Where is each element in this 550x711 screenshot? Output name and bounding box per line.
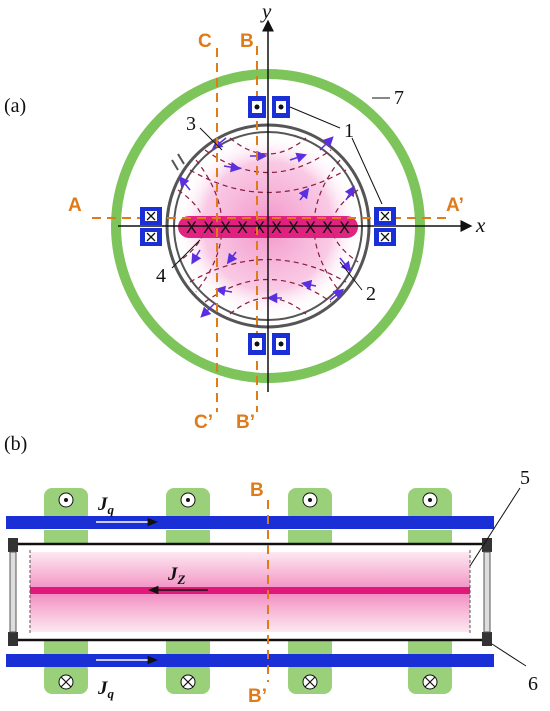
conductor-right [374,207,396,246]
callout-4: 4 [156,265,166,287]
callout-lines-a [171,97,390,291]
coils-top [44,488,452,522]
coils-bottom [44,662,452,694]
callout-7: 7 [394,87,404,109]
cut-label-b-prime: B’ [236,412,255,433]
current-channel [30,587,470,594]
axis-x-label: x [475,213,486,237]
cut-b-bottom: B’ [248,686,267,707]
chamber-port [171,153,185,171]
coil-bodies [44,530,452,654]
conductor-bar-top [6,516,494,529]
current-mark: X [203,218,214,237]
cut-label-c-prime: C’ [194,412,213,433]
callout-line-5 [469,487,521,567]
current-mark: X [339,218,350,237]
callout-3: 3 [186,113,196,135]
cut-label-b: B [240,31,254,52]
current-mark: X [220,218,231,237]
jz-label: JZ [167,564,186,587]
panel-a-label: (a) [4,95,26,117]
callout-5: 5 [520,467,530,489]
callout-1: 1 [344,120,354,142]
current-mark: X [288,218,299,237]
current-mark: X [254,218,265,237]
axis-y-label: y [260,0,272,23]
current-mark: X [305,218,316,237]
conductor-bottom [248,333,290,355]
callout-6: 6 [528,673,538,695]
jq-label-bottom: Jq [97,678,115,701]
conductor-bar-bottom [6,654,494,667]
end-caps [8,538,492,646]
callout-line-6 [491,643,527,667]
cut-label-a-prime: A’ [446,195,464,216]
current-mark: X [186,218,197,237]
current-mark: X [322,218,333,237]
current-mark: X [271,218,282,237]
panel-b-label: (b) [4,433,27,455]
jq-label-top: Jq [97,494,115,517]
conductor-top [248,96,290,118]
current-mark: X [237,218,248,237]
cut-label-c: C [198,31,212,52]
cut-label-a: A [68,195,82,216]
callout-2: 2 [366,283,376,305]
conductor-left [140,207,162,246]
cut-b-top: B [250,480,264,501]
